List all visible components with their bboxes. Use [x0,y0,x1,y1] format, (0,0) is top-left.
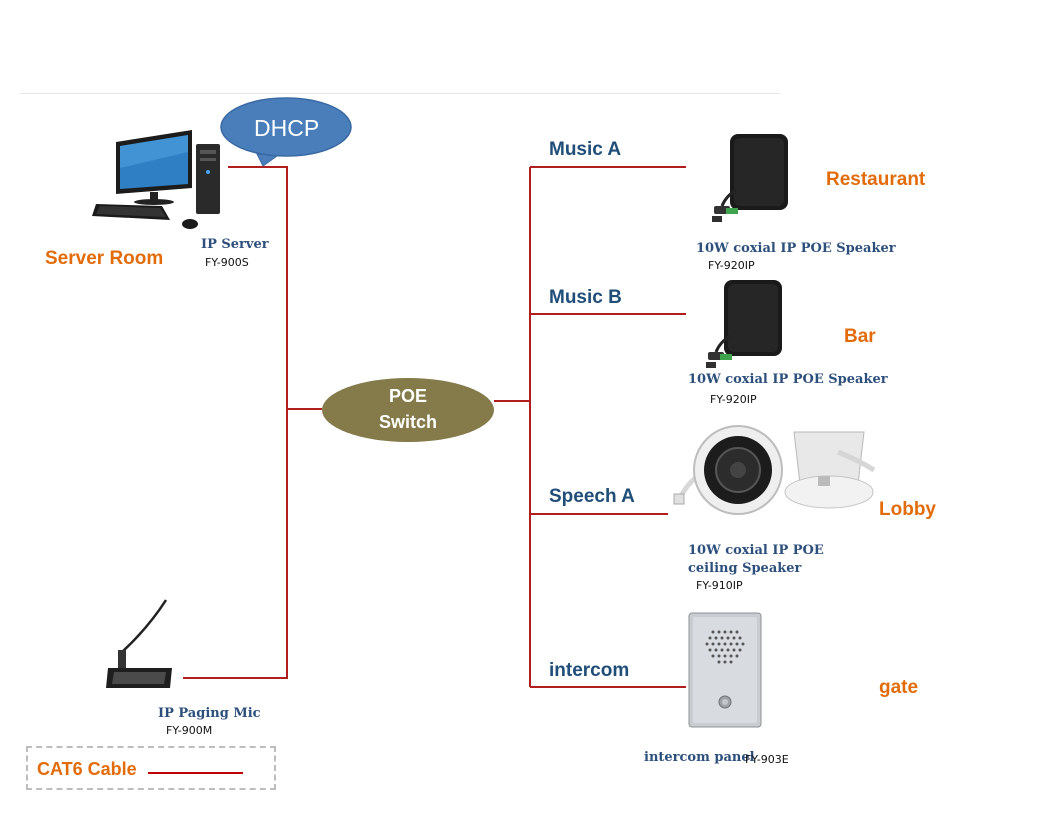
poe-switch-ellipse [322,378,494,442]
paging-mic-model: FY-900M [166,724,213,737]
legend-label: CAT6 Cable [37,759,137,779]
speaker-1-model: FY-920IP [708,259,755,272]
paging-mic-icon [106,599,172,688]
legend-box [26,746,276,790]
speaker-3-desc-line1: 10W coxial IP POE [688,543,824,558]
speaker-2-model: FY-920IP [710,393,757,406]
poe-switch-line1: POE [388,386,427,406]
speaker-3-model: FY-910IP [696,579,743,592]
ip-server-label: IP Server [201,237,269,252]
location-gate: gate [879,677,919,698]
location-bar: Bar [844,326,876,347]
server-computer-icon [92,130,220,229]
location-lobby: Lobby [879,499,936,520]
channel-music-a: Music A [549,139,622,160]
top-divider [20,93,780,94]
intercom-model: FY-903E [745,753,789,766]
dhcp-bubble [220,97,352,167]
intercom-desc: intercom panel [644,750,755,765]
wall-speaker-icon [706,280,782,368]
intercom-panel-icon [688,612,762,728]
ceiling-speaker-icon [673,425,876,515]
server-cable [183,166,288,679]
speaker-2-desc: 10W coxial IP POE Speaker [688,372,888,387]
channel-speech-a: Speech A [549,486,635,507]
speaker-3-desc-line2: ceiling Speaker [688,561,802,576]
ip-server-model: FY-900S [205,256,249,269]
wall-speaker-icon [712,134,788,222]
channel-intercom: intercom [549,660,630,681]
legend-cable-line [148,772,243,774]
location-restaurant: Restaurant [826,169,926,190]
channel-music-b: Music B [549,287,622,308]
speaker-1-desc: 10W coxial IP POE Speaker [696,241,896,256]
dhcp-label: DHCP [254,115,320,141]
paging-mic-label: IP Paging Mic [158,706,261,721]
poe-switch-label: POE Switch [358,383,458,435]
server-room-label: Server Room [45,248,164,269]
poe-switch-line2: Switch [378,412,437,432]
